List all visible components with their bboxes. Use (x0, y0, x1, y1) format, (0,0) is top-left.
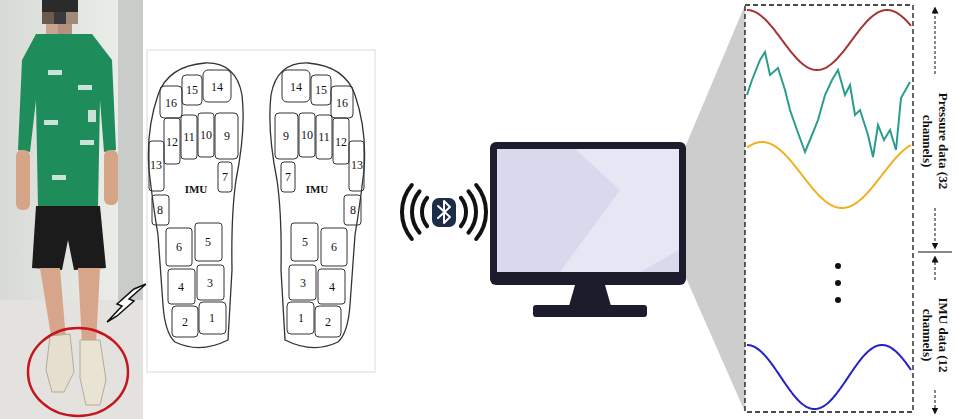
sensor-label: IMU (185, 184, 208, 195)
callout-number: 5 (302, 236, 308, 248)
signal-trace (747, 52, 910, 157)
callout-number: 14 (290, 81, 302, 93)
callout-number: 10 (200, 129, 212, 141)
signal-panel (745, 5, 913, 412)
callout-number: 2 (325, 316, 331, 328)
callout-number: 1 (209, 312, 215, 324)
range-arrows (918, 10, 952, 411)
callout-number: 11 (183, 131, 195, 143)
callout-number: 15 (186, 84, 198, 96)
callout-number: 7 (222, 171, 228, 183)
callout-number: 3 (300, 277, 306, 289)
sensor-label: IMU (306, 184, 329, 195)
data-range-label: IMU data (12 channels) (919, 287, 950, 383)
callout-number: 16 (165, 97, 177, 109)
callout-number: 11 (318, 131, 330, 143)
walker-photo (0, 0, 143, 419)
callout-number: 1 (298, 312, 304, 324)
callout-number: 12 (166, 136, 178, 148)
data-range-label: Pressure data (32 channels) (919, 85, 950, 197)
callout-number: 8 (350, 204, 356, 216)
callout-number: 15 (315, 84, 327, 96)
callout-number: 13 (351, 159, 363, 171)
callout-number: 12 (335, 136, 347, 148)
signal-bolt (107, 284, 146, 322)
signal-trace (747, 10, 911, 70)
callout-number: 9 (224, 130, 230, 142)
callout-number: 9 (283, 130, 289, 142)
bluetooth-link (402, 185, 486, 239)
callout-number: 3 (207, 277, 213, 289)
ellipsis-dots (835, 263, 841, 303)
signal-trace (747, 345, 911, 409)
callout-number: 2 (182, 316, 188, 328)
signal-waves (747, 10, 911, 409)
signal-trace (747, 142, 911, 208)
callout-number: 5 (205, 236, 211, 248)
zoom-wedge (686, 5, 745, 412)
callout-number: 7 (285, 171, 291, 183)
insole-figure (147, 50, 375, 372)
callout-number: 4 (178, 281, 184, 293)
callout-number: 16 (336, 97, 348, 109)
callout-number: 13 (150, 159, 162, 171)
callout-number: 6 (176, 241, 182, 253)
callout-number: 6 (331, 241, 337, 253)
monitor (490, 142, 686, 317)
callout-number: 8 (157, 204, 163, 216)
callout-number: 10 (301, 129, 313, 141)
callout-number: 4 (329, 281, 335, 293)
callout-number: 14 (211, 81, 223, 93)
